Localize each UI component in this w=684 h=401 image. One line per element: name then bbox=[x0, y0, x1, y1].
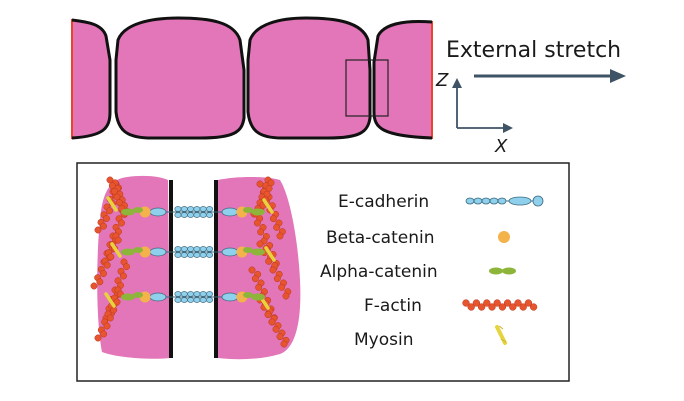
cell-4 bbox=[373, 20, 433, 140]
stretch-label: External stretch bbox=[446, 38, 621, 63]
inset-cell-left bbox=[97, 175, 170, 359]
myosin-mark bbox=[106, 196, 118, 212]
legend: E-cadherin Beta-catenin Alpha-catenin F-… bbox=[320, 192, 544, 350]
legend-glyph-f-actin bbox=[462, 299, 538, 311]
myosin-mark bbox=[262, 198, 274, 214]
junction-row bbox=[121, 246, 265, 258]
legend-glyph-myosin bbox=[495, 325, 507, 345]
legend-label-beta-catenin: Beta-catenin bbox=[326, 228, 435, 248]
legend-label-f-actin: F-actin bbox=[364, 296, 422, 316]
f-actin-strand bbox=[94, 286, 124, 342]
legend-label-alpha-catenin: Alpha-catenin bbox=[320, 262, 438, 282]
cell-3 bbox=[247, 16, 371, 139]
junction-row bbox=[121, 291, 265, 303]
f-actin-strand bbox=[90, 232, 122, 290]
legend-glyph-beta-catenin bbox=[498, 231, 510, 243]
junction-complexes bbox=[90, 176, 292, 348]
axes: Z X bbox=[435, 70, 513, 157]
junction-row bbox=[121, 206, 265, 218]
stretch-arrow bbox=[474, 69, 626, 83]
zoom-box bbox=[345, 59, 389, 117]
axis-z-label: Z bbox=[435, 70, 449, 91]
legend-label-e-cadherin: E-cadherin bbox=[338, 192, 429, 212]
myosin-mark bbox=[110, 242, 122, 258]
cell-1 bbox=[71, 18, 111, 140]
axis-x-label: X bbox=[494, 136, 508, 157]
myosin-mark bbox=[264, 246, 276, 262]
legend-glyph-e-cadherin bbox=[465, 195, 544, 207]
cell-2 bbox=[115, 16, 245, 139]
myosin-mark bbox=[104, 292, 116, 308]
legend-label-myosin: Myosin bbox=[354, 330, 413, 350]
cell-row bbox=[71, 16, 433, 140]
legend-glyph-alpha-catenin bbox=[489, 267, 516, 275]
